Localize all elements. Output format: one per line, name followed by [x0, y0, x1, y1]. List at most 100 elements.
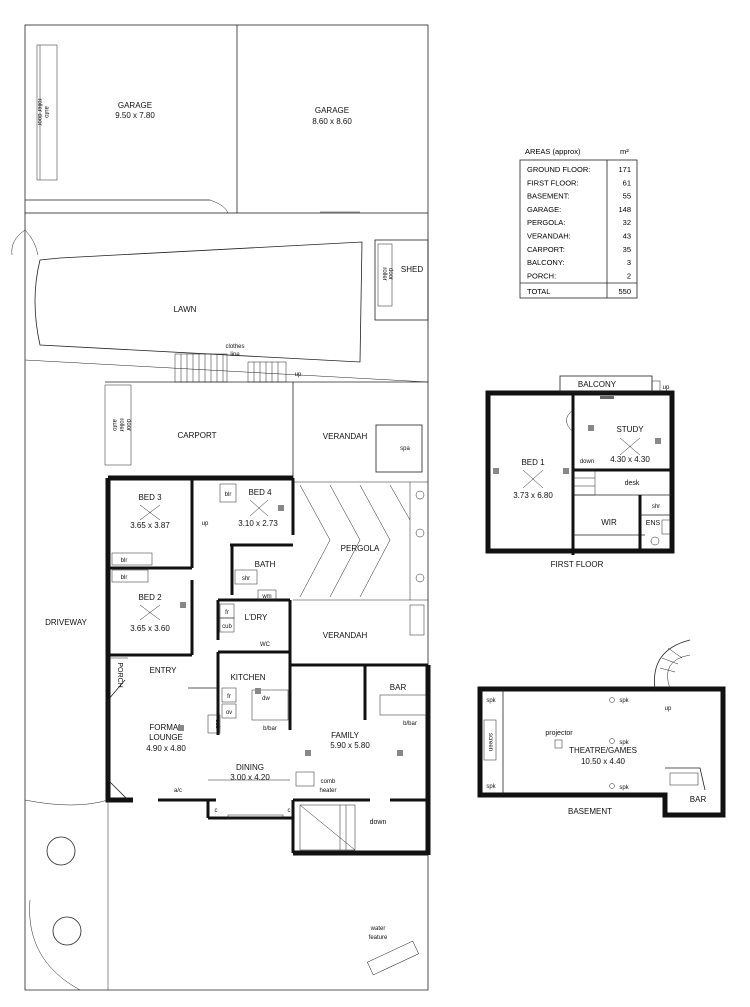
shed-label: SHED [401, 265, 423, 274]
verandah-top-label: VERANDAH [323, 432, 368, 441]
svg-text:blr: blr [121, 558, 128, 564]
bed2-label: BED 2 [138, 593, 162, 602]
svg-text:blr: blr [121, 575, 128, 581]
svg-text:blr: blr [225, 492, 232, 498]
svg-text:cub: cub [214, 719, 220, 729]
svg-text:shr: shr [242, 576, 250, 582]
bed4-dim: 3.10 x 2.73 [238, 519, 278, 528]
lawn [34, 241, 363, 363]
family-dim: 5.90 x 5.80 [330, 741, 370, 750]
svg-text:heater: heater [319, 788, 336, 794]
svg-text:shr: shr [652, 504, 660, 510]
dining-label: DINING [236, 763, 264, 772]
verandah-mid-label: VERANDAH [323, 631, 368, 640]
areas-row-value: 35 [623, 245, 631, 254]
bar-label: BAR [390, 683, 407, 692]
areas-row-label: VERANDAH: [527, 232, 571, 241]
svg-text:c: c [288, 808, 291, 814]
basement-bar-label: BAR [690, 795, 707, 804]
areas-row-value: 32 [623, 218, 631, 227]
spa [375, 424, 423, 473]
svg-text:up: up [663, 385, 670, 391]
areas-row-label: BASEMENT: [527, 192, 570, 201]
dining-dim: 3.00 x 4.20 [230, 773, 270, 782]
svg-text:feature: feature [369, 935, 388, 941]
basement-plan [477, 639, 726, 818]
areas-row-label: FIRST FLOOR: [527, 178, 579, 187]
svg-text:dw: dw [262, 696, 270, 702]
areas-row-value: 55 [623, 192, 631, 201]
site-boundary [24, 213, 429, 991]
bed1-label: BED 1 [521, 458, 545, 467]
svg-text:b/bar: b/bar [263, 726, 277, 732]
areas-title: AREAS (approx) [525, 147, 581, 156]
garage-block [24, 24, 429, 214]
svg-text:screen: screen [487, 733, 493, 751]
carport-door [104, 384, 132, 466]
svg-text:roller: roller [118, 418, 124, 431]
areas-unit: m² [620, 147, 629, 156]
bed4-label: BED 4 [248, 488, 272, 497]
areas-table: AREAS (approx) m² GROUND FLOOR: 171FIRST … [519, 147, 638, 299]
svg-text:spk: spk [486, 698, 496, 704]
svg-text:water: water [370, 926, 386, 932]
areas-row-label: CARPORT: [527, 245, 565, 254]
garden-tree [46, 836, 76, 866]
svg-text:line: line [230, 352, 240, 358]
garage1-dim: 9.50 x 7.80 [115, 111, 155, 120]
down-label: down [370, 819, 387, 826]
svg-text:spk: spk [619, 785, 629, 791]
areas-row-value: 3 [627, 258, 631, 267]
areas-row-label: BALCONY: [527, 258, 565, 267]
garage1-door-label-1: auto [43, 106, 49, 118]
garage1-door-label-2: roller door [36, 98, 42, 125]
formal-dim: 4.90 x 4.80 [146, 744, 186, 753]
basement-room-label: THEATRE/GAMES [569, 746, 637, 755]
bed3-dim: 3.65 x 3.87 [130, 521, 170, 530]
ens-label: ENS [646, 520, 661, 527]
projector-label: projector [545, 730, 573, 737]
first-floor-plan [485, 375, 675, 555]
driveway-label: DRIVEWAY [45, 618, 87, 627]
bed3-label: BED 3 [138, 493, 162, 502]
lawn-label: LAWN [174, 305, 197, 314]
garden-tree [52, 916, 82, 946]
areas-row-label: GROUND FLOOR: [527, 165, 590, 174]
svg-text:fr: fr [225, 610, 229, 616]
svg-text:desk: desk [625, 480, 640, 487]
areas-row-value: 171 [618, 165, 631, 174]
svg-text:auto: auto [111, 419, 117, 431]
svg-text:c: c [215, 808, 218, 814]
bath-label: BATH [255, 560, 276, 569]
basement-room-dim: 10.50 x 4.40 [581, 757, 626, 766]
stairs-down [299, 804, 356, 851]
basement-title: BASEMENT [568, 807, 612, 816]
areas-row-value: 61 [623, 178, 631, 187]
svg-text:spk: spk [619, 698, 629, 704]
study-dim: 4.30 x 4.30 [610, 455, 650, 464]
svg-text:spk: spk [619, 740, 629, 746]
bed2-dim: 3.65 x 3.60 [130, 624, 170, 633]
porch-label: PORCH [116, 662, 123, 687]
formal-label-1: FORMAL [149, 723, 183, 732]
areas-total-value: 550 [618, 287, 631, 296]
steps-right [247, 361, 287, 383]
svg-text:comb: comb [321, 779, 336, 785]
svg-text:spa: spa [400, 446, 410, 452]
areas-row-value: 148 [618, 205, 631, 214]
svg-text:WC: WC [260, 642, 271, 648]
svg-text:down: down [580, 459, 594, 465]
carport-label: CARPORT [178, 431, 217, 440]
formal-label-2: LOUNGE [149, 733, 183, 742]
bed1-dim: 3.73 x 6.80 [513, 491, 553, 500]
wir-label: WIR [601, 518, 617, 527]
svg-text:up: up [202, 521, 209, 527]
steps-left [174, 353, 228, 383]
garage2-dim: 8.60 x 8.60 [312, 117, 352, 126]
garage1-label: GARAGE [118, 101, 152, 110]
water-feature [367, 940, 419, 976]
svg-text:fr: fr [227, 694, 231, 700]
svg-text:clothes: clothes [225, 344, 244, 350]
svg-text:a/c: a/c [174, 788, 182, 794]
pergola-label: PERGOLA [341, 544, 380, 553]
